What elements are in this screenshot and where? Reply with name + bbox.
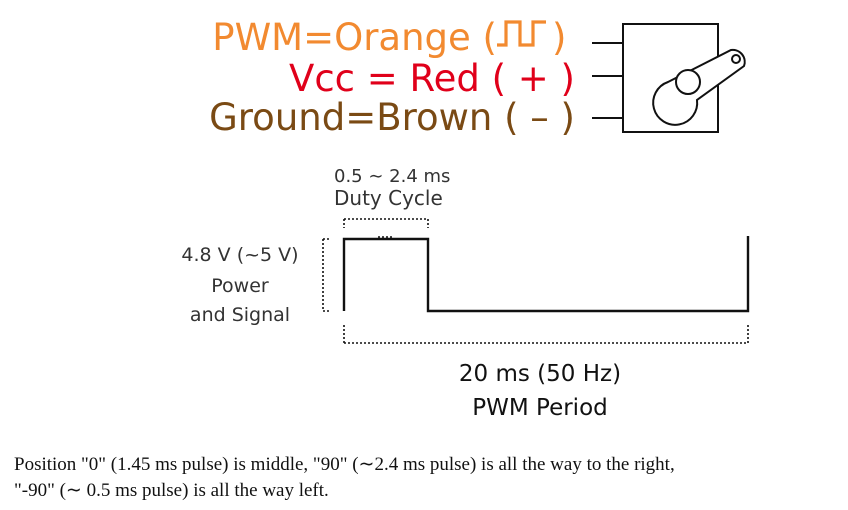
- period-bracket: [343, 325, 749, 344]
- vcc-wire-label: Vcc = Red ( + ): [289, 57, 575, 100]
- position-caption: Position "0" (1.45 ms pulse) is middle, …: [14, 452, 844, 504]
- pwm-square-wave-icon: [497, 20, 546, 47]
- voltage-bracket: [322, 238, 330, 312]
- duty-cycle-label: Duty Cycle: [334, 186, 443, 210]
- pwm-close-paren: ): [552, 16, 566, 59]
- servo-horn-icon: [652, 48, 746, 126]
- duty-bracket: [343, 218, 429, 228]
- voltage-label: 4.8 V (~5 V): [181, 244, 298, 266]
- and-signal-label: and Signal: [190, 304, 290, 326]
- caption-line-2: "-90" (∼ 0.5 ms pulse) is all the way le…: [14, 480, 329, 501]
- ground-wire-label: Ground=Brown ( – ): [209, 96, 575, 139]
- caption-line-1: Position "0" (1.45 ms pulse) is middle, …: [14, 454, 675, 475]
- duty-range-label: 0.5 ∼ 2.4 ms: [334, 166, 450, 187]
- wire-leads: [592, 42, 623, 119]
- pwm-period-label: PWM Period: [472, 395, 607, 421]
- period-label: 20 ms (50 Hz): [459, 361, 621, 387]
- pwm-waveform: [342, 236, 750, 313]
- power-label: Power: [211, 275, 269, 297]
- pwm-wire-label: PWM=Orange (: [212, 16, 497, 59]
